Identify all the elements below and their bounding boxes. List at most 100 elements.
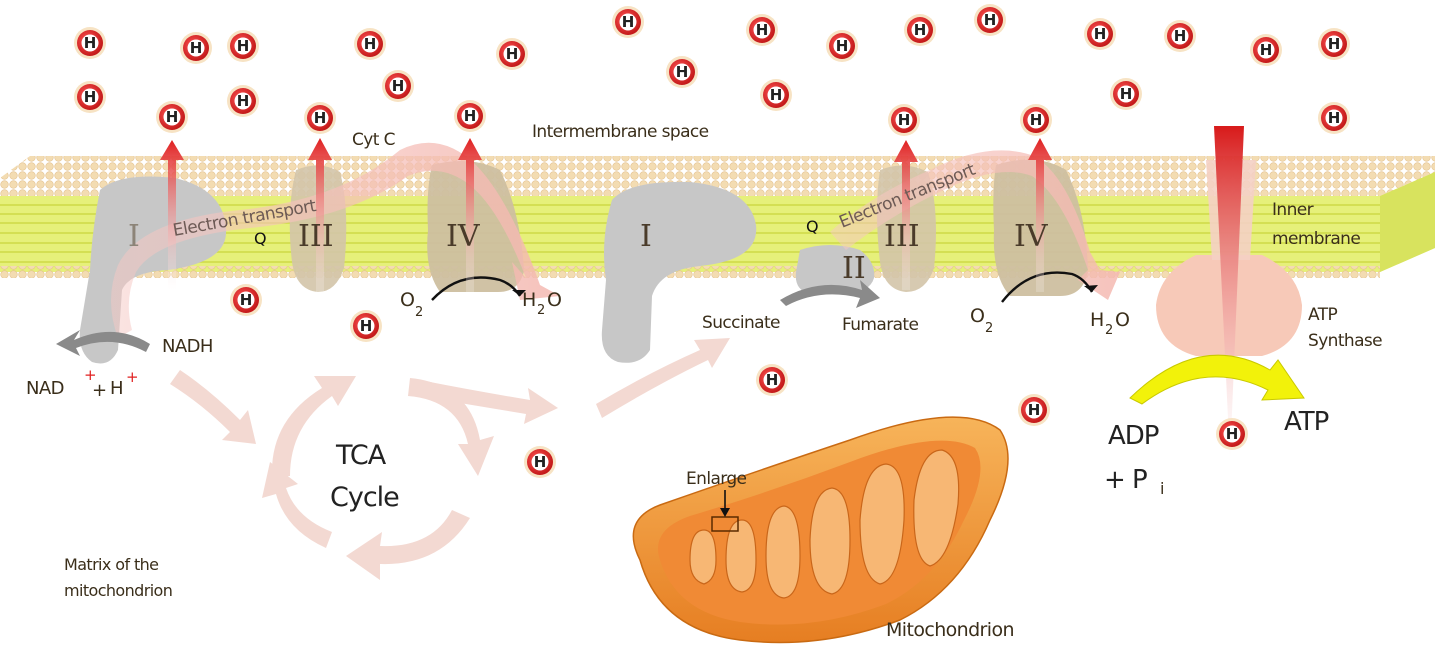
h2o-right-sub: 2	[1105, 323, 1113, 338]
proton-h-marker: H	[1216, 418, 1248, 450]
proton-h-marker: H	[1110, 78, 1142, 110]
proton-h-marker: H	[666, 56, 698, 88]
proton-h-label: H	[766, 371, 779, 389]
complex-II-label: II	[842, 251, 866, 286]
proton-h-label: H	[1094, 25, 1107, 43]
proton-h-label: H	[534, 453, 547, 471]
proton-h-label: H	[237, 37, 250, 55]
proton-h-marker: H	[382, 70, 414, 102]
complex-IV-right-label: IV	[1014, 219, 1049, 254]
proton-h-label: H	[756, 21, 769, 39]
nadh-label: NADH	[162, 336, 213, 357]
enlarge-label: Enlarge	[686, 469, 747, 489]
proton-h-label: H	[836, 37, 849, 55]
complex-I-right-label: I	[640, 219, 652, 254]
proton-h-marker: H	[180, 32, 212, 64]
succinate-label: Succinate	[702, 313, 780, 333]
h2o-right-h: H	[1090, 309, 1104, 331]
proton-h-marker: H	[230, 284, 262, 316]
proton-h-label: H	[166, 108, 179, 126]
proton-h-label: H	[898, 111, 911, 129]
h-plus-sign: +	[126, 368, 138, 386]
pi-subscript: i	[1160, 479, 1164, 498]
proton-h-marker: H	[496, 38, 528, 70]
q-label-left: Q	[254, 229, 266, 248]
proton-h-marker: H	[1318, 28, 1350, 60]
fumarate-label: Fumarate	[842, 315, 918, 335]
proton-h-label: H	[676, 63, 689, 81]
proton-h-label: H	[914, 21, 927, 39]
h2o-left-o: O	[547, 289, 561, 311]
q-label-right: Q	[806, 217, 818, 236]
intermembrane-space-label: Intermembrane space	[532, 122, 709, 142]
proton-h-label: H	[622, 13, 635, 31]
tca-label-1: TCA	[335, 440, 387, 471]
proton-h-label: H	[84, 34, 97, 52]
nad-plus-label: NAD	[26, 378, 64, 399]
proton-h-label: H	[1260, 41, 1273, 59]
proton-h-marker: H	[974, 4, 1006, 36]
matrix-label-1: Matrix of the	[64, 555, 158, 574]
mitochondrion-illustration	[633, 417, 1008, 642]
atp-label: ATP	[1284, 407, 1329, 437]
proton-h-marker: H	[74, 27, 106, 59]
mitochondrion-label: Mitochondrion	[886, 619, 1014, 641]
proton-h-marker: H	[304, 102, 336, 134]
atp-synthase-label-2: Synthase	[1308, 331, 1382, 351]
proton-h-marker: H	[1250, 34, 1282, 66]
proton-h-label: H	[1120, 85, 1133, 103]
proton-h-marker: H	[826, 30, 858, 62]
proton-h-marker: H	[756, 364, 788, 396]
complex-I-left-label: I	[128, 219, 140, 254]
proton-h-marker: H	[156, 101, 188, 133]
proton-h-label: H	[392, 77, 405, 95]
atp-formation-arrow	[1130, 355, 1304, 404]
cyt-c-label: Cyt C	[352, 130, 395, 150]
proton-h-marker: H	[1020, 104, 1052, 136]
h2o-left-h: H	[522, 289, 536, 311]
proton-h-marker: H	[1018, 394, 1050, 426]
proton-h-label: H	[364, 35, 377, 53]
proton-h-marker: H	[350, 310, 382, 342]
complex-III-right-label: III	[884, 219, 920, 254]
adp-label: ADP	[1108, 421, 1159, 451]
proton-h-label: H	[240, 291, 253, 309]
complex-IV-left-label: IV	[446, 219, 481, 254]
proton-h-label: H	[314, 109, 327, 127]
plus-sign-nad: +	[92, 380, 106, 401]
complex-III-left-label: III	[298, 219, 334, 254]
proton-h-marker: H	[454, 100, 486, 132]
proton-h-marker: H	[746, 14, 778, 46]
proton-h-label: H	[84, 88, 97, 106]
proton-h-marker: H	[888, 104, 920, 136]
proton-h-marker: H	[74, 81, 106, 113]
proton-h-label: H	[506, 45, 519, 63]
proton-h-marker: H	[904, 14, 936, 46]
h2o-left-sub: 2	[537, 303, 545, 318]
matrix-label-2: mitochondrion	[64, 581, 172, 600]
proton-h-label: H	[1328, 109, 1341, 127]
o2-right-sub: 2	[985, 321, 993, 336]
inner-membrane-label-2: membrane	[1272, 229, 1360, 249]
proton-h-label: H	[1226, 425, 1239, 443]
proton-h-marker: H	[1164, 20, 1196, 52]
proton-h-marker: H	[1318, 102, 1350, 134]
proton-h-marker: H	[760, 79, 792, 111]
h2o-right-o: O	[1115, 309, 1129, 331]
proton-h-label: H	[464, 107, 477, 125]
atp-synthase-label-1: ATP	[1308, 305, 1337, 325]
o2-right-label: O	[970, 305, 984, 327]
proton-h-label: H	[360, 317, 373, 335]
proton-h-label: H	[1174, 27, 1187, 45]
proton-h-label: H	[237, 92, 250, 110]
proton-h-marker: H	[612, 6, 644, 38]
proton-h-marker: H	[524, 446, 556, 478]
proton-h-marker: H	[227, 30, 259, 62]
o2-left-label: O	[400, 289, 414, 311]
proton-h-label: H	[1328, 35, 1341, 53]
tca-label-2: Cycle	[330, 482, 399, 513]
o2-left-sub: 2	[415, 305, 423, 320]
proton-h-marker: H	[1084, 18, 1116, 50]
proton-h-label: H	[770, 86, 783, 104]
